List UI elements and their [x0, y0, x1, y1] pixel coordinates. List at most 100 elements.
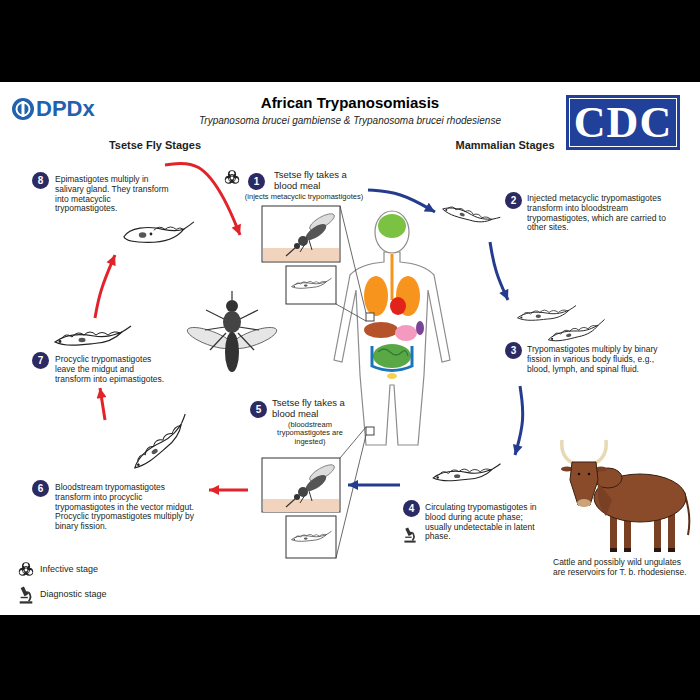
cycle-arrow [515, 386, 523, 455]
stage-group: 6Bloodstream trypomastigotes transform i… [32, 420, 209, 534]
stage-group: 2 Injected metacyclic trypomastigotes tra… [435, 192, 667, 242]
cow-eye [588, 473, 591, 476]
procyclic-trypomastigote [55, 326, 131, 345]
fly-leg [210, 333, 226, 350]
spleen [416, 321, 424, 335]
logo-wordmark: DPDx [36, 96, 108, 121]
frame-bar [0, 615, 700, 700]
cow-head [570, 462, 598, 505]
section-heading: Tsetse Fly Stages [85, 139, 225, 152]
bloodstream-trypomastigote [442, 198, 500, 231]
inset-leader [340, 427, 366, 458]
epimastigote [124, 222, 194, 243]
head [375, 211, 409, 253]
circulating-trypomastigote [433, 464, 500, 481]
subtitle: Trypanosoma brucei gambiense & Trypanoso… [150, 115, 550, 127]
stage-number: 3 [505, 342, 522, 359]
inset-leader [340, 206, 366, 313]
logo-text: CDC [574, 101, 672, 145]
stage-number: 5 [250, 401, 267, 418]
fly-thorax [223, 311, 241, 333]
section-heading: Mammalian Stages [435, 139, 575, 152]
human-figure [334, 211, 450, 445]
cow-eye [578, 473, 581, 476]
stage-note: (bloodstream trypomastigotes are ingeste… [272, 421, 348, 447]
inset-box [262, 458, 340, 512]
metacyclic-trypomastigote [292, 278, 332, 288]
cow-muzzle [577, 499, 591, 507]
stage-number: 2 [505, 192, 522, 209]
cycle-arrow [209, 489, 248, 492]
stage-group: 5Tsetse fly takes a blood meal(bloodstre… [248, 396, 348, 564]
cycle-arrow [490, 242, 508, 300]
bite-site-marker [366, 313, 374, 321]
microscope-symbol [20, 587, 33, 604]
biohazard-symbol [225, 170, 239, 184]
cow-hoof [624, 548, 631, 552]
liver [364, 322, 398, 338]
fly-bite-picture [263, 462, 339, 512]
cow [561, 440, 689, 552]
fly-leg [205, 327, 225, 330]
frame-bar [0, 0, 700, 82]
stage-number: 1 [248, 173, 265, 190]
bladder [387, 373, 397, 379]
cow-dewlap [598, 482, 612, 516]
fly-head [226, 300, 238, 312]
intestine-loops [378, 349, 408, 356]
microscope-symbol [404, 527, 415, 542]
stage-number: 8 [32, 172, 49, 189]
stomach [395, 325, 417, 341]
cycle-arrow [165, 163, 240, 235]
logo-bar [22, 101, 25, 117]
fly-leg [238, 333, 254, 350]
procyclic-trypomastigote [126, 414, 196, 470]
bite-site-marker [366, 427, 374, 435]
intestine [373, 344, 411, 368]
stage-number: 7 [32, 352, 49, 369]
reservoir-note: Cattle and possibly wild ungulates are r… [553, 558, 690, 578]
dividing-trypomastigote [547, 319, 607, 342]
inset-box [286, 516, 336, 558]
cow-hoof [654, 548, 661, 552]
logo-box: CDC [566, 95, 680, 150]
cycle-arrow [368, 190, 435, 212]
stage-group: 8 Epimastigotes multiply in salivary glan… [32, 165, 202, 255]
stage-description: Trypomastigotes multiply by binary fissi… [527, 345, 667, 374]
logo-disc [12, 98, 34, 120]
stage-number: 4 [403, 500, 420, 517]
stage-group: 4 Circulating trypomastigotes in blood du… [400, 455, 548, 547]
stage-description: Bloodstream trypomastigotes transform in… [55, 483, 197, 532]
bloodstream-trypomastigote [292, 531, 332, 541]
stage-description: Procyclic trypomastigotes leave the midg… [55, 355, 172, 384]
stage-group: 3 Trypomastigotes multiply by binary fiss… [480, 300, 667, 386]
diagram-title: African Trypanosomiasis [175, 94, 525, 111]
esophagus [391, 254, 394, 300]
legend-label: Diagnostic stage [40, 589, 107, 599]
cycle-arrow [95, 255, 115, 318]
fly-leg [238, 310, 258, 320]
stage-description: Circulating trypomastigotes in blood dur… [425, 503, 547, 542]
logo-icon [12, 98, 34, 120]
stage-description: Epimastigotes multiply in salivary gland… [55, 175, 173, 214]
fly-leg [239, 327, 259, 330]
cycle-arrow [348, 484, 400, 487]
cow-horn [562, 440, 575, 464]
stage-group: 1Tsetse fly takes a blood meal(injects m… [240, 168, 368, 308]
heart [390, 297, 406, 315]
body-outline [334, 252, 450, 445]
fly-leg [206, 310, 226, 320]
stage-description: Tsetse fly takes a blood meal [274, 170, 366, 192]
inset-leader [336, 304, 366, 321]
lung [364, 276, 388, 316]
dividing-trypomastigote [518, 306, 576, 321]
stage-description: Injected metacyclic trypomastigotes tran… [527, 194, 667, 233]
fly-abdomen [225, 332, 239, 372]
legend-label: Infective stage [40, 564, 98, 574]
cow-hoof [668, 548, 675, 552]
cow-horn [593, 440, 606, 464]
cycle-arrow [100, 388, 105, 420]
inset-box [262, 206, 340, 262]
tsetse-fly [185, 291, 279, 372]
brain [378, 214, 406, 238]
